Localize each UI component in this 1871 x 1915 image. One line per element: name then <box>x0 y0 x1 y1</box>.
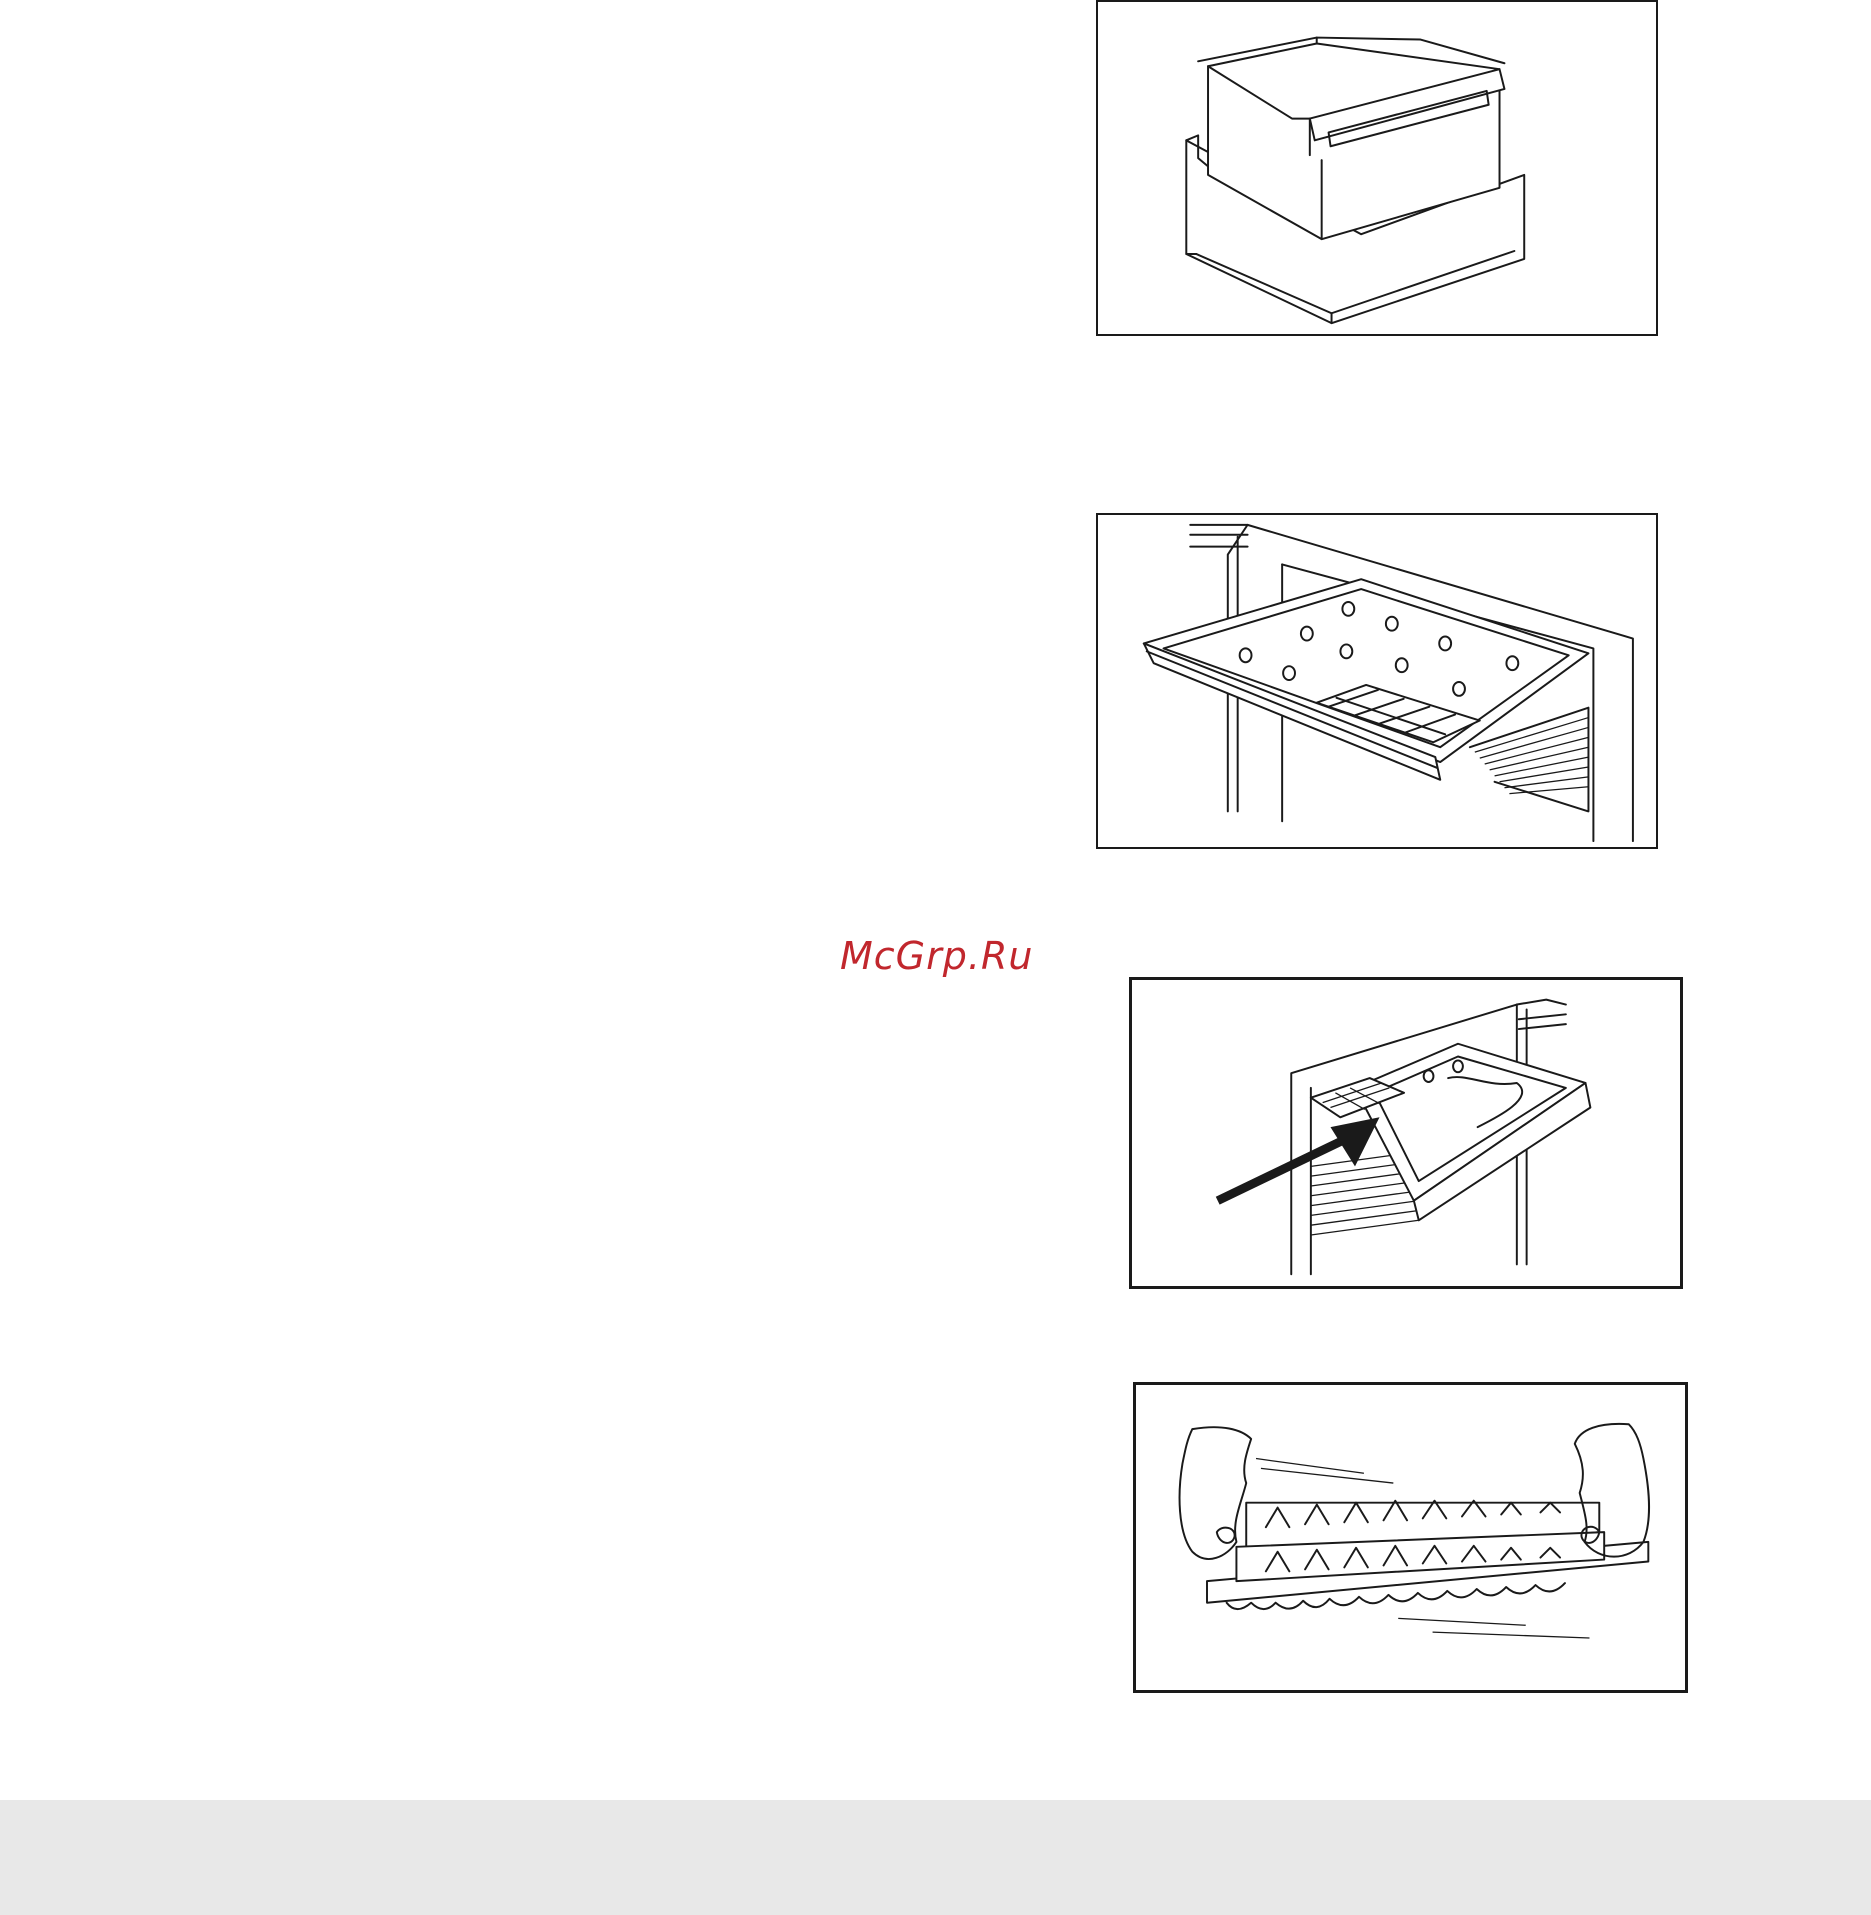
hands-twisting-ice-tray-icon <box>1136 1385 1685 1690</box>
freezer-tray-out-figure <box>1096 513 1658 849</box>
watermark: McGrp.Ru <box>840 934 1033 978</box>
crisper-drawer-figure <box>1096 0 1658 336</box>
vegetable-crisper-icon <box>1098 2 1656 334</box>
insert-arrow-icon <box>1132 980 1680 1286</box>
ice-tray-twist-figure <box>1133 1382 1688 1693</box>
footer-band <box>0 1800 1871 1915</box>
freezer-tray-pulled-out-icon <box>1098 515 1656 847</box>
freezer-tray-insert-figure <box>1129 977 1683 1289</box>
